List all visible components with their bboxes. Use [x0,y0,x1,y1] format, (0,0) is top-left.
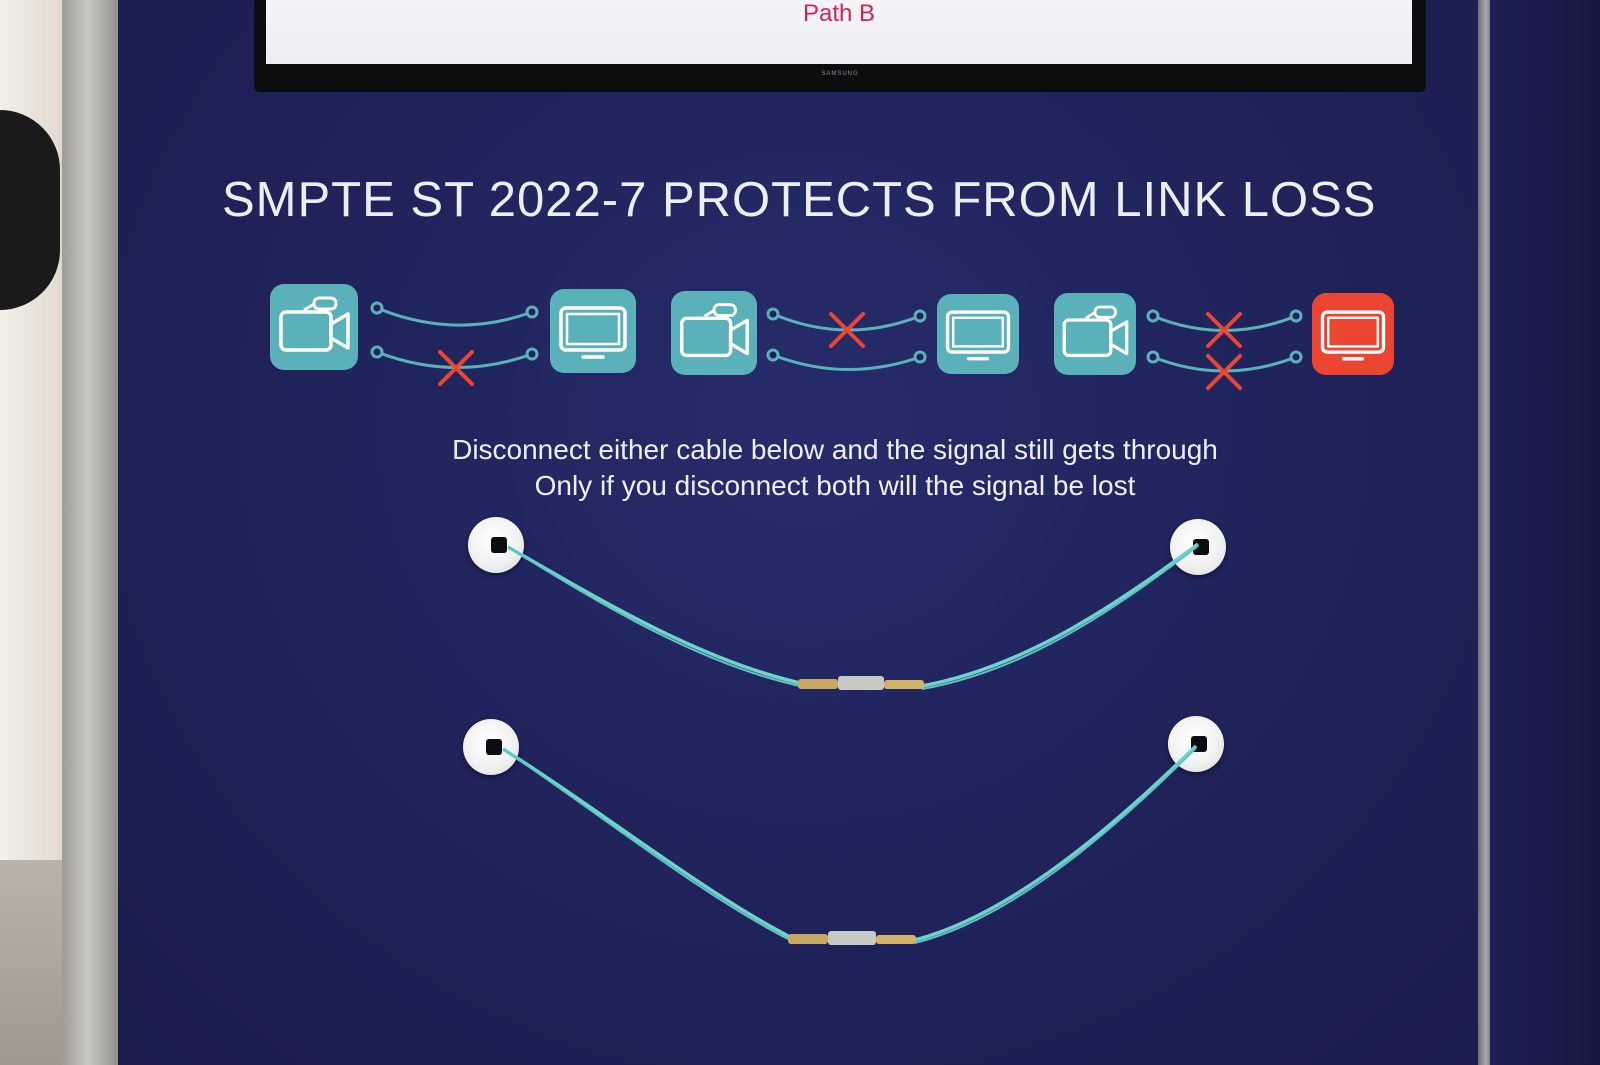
break-x-icon [438,350,474,386]
camera-tile-3 [1054,293,1136,375]
diagram-2-link-bottom [772,353,921,371]
screen-area: Path B [266,0,1412,64]
display-screen: Path B SAMSUNG [254,0,1426,92]
dark-object [0,110,60,310]
instruction-line-1: Disconnect either cable below and the si… [452,434,1218,465]
monitor-tile-1 [550,289,636,373]
brand-label: SAMSUNG [821,71,859,77]
screen-text: Path B [802,0,876,27]
cable-port-b-left [463,719,519,775]
camera-tile-1 [270,284,358,370]
break-marks [438,312,1242,390]
video-camera-icon [279,296,350,352]
cable-port-a-left [468,517,524,573]
monitor-icon [559,306,627,359]
break-x-icon [1206,354,1242,390]
break-x-icon [1206,312,1242,348]
panel-side [1490,0,1600,1065]
diagram-1-link-top [376,306,533,327]
video-camera-icon [680,303,749,358]
break-x-icon [829,312,865,348]
monitor-tile-2 [937,294,1019,374]
support-pillar [62,0,120,1065]
camera-tile-2 [671,291,757,375]
headline: SMPTE ST 2022-7 PROTECTS FROM LINK LOSS [222,173,1377,227]
demo-panel [118,0,1490,1065]
video-camera-icon [1062,305,1129,358]
monitor-tile-3-lost [1312,293,1394,375]
monitor-icon [1320,310,1386,361]
fiber-cable-bottom[interactable] [502,744,1198,945]
monitor-icon [945,310,1011,361]
fiber-cable-top[interactable] [507,542,1200,690]
link-end-points [370,301,1303,364]
instruction-line-2: Only if you disconnect both will the sig… [534,470,1136,501]
